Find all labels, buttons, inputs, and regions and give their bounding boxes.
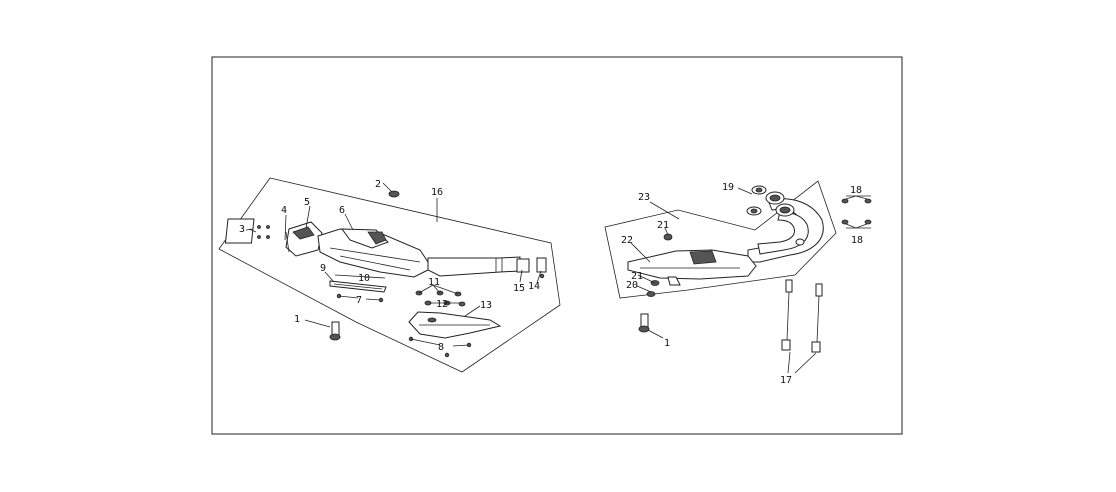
callout-18-top: 18: [850, 185, 862, 196]
callout-8: 8: [438, 342, 444, 353]
gaskets-19-icon: [746, 185, 767, 216]
callout-16: 16: [431, 187, 443, 198]
callout-18-bottom: 18: [851, 235, 863, 246]
left-assembly-outline: [218, 177, 561, 373]
gasket-15-icon: [516, 258, 530, 273]
callout-10: 10: [358, 273, 370, 284]
bolt-2-icon: [382, 182, 400, 198]
heat-shield-9-icon: [329, 280, 387, 293]
callout-4: 4: [281, 205, 287, 216]
callout-12: 12: [436, 299, 448, 310]
callout-1: 1: [294, 314, 300, 325]
callout-20: 20: [626, 280, 638, 291]
callout-3: 3: [239, 224, 245, 235]
leader-lines-left: [248, 198, 542, 328]
right-assembly-outline: [604, 180, 837, 299]
sensors-17-icon: [781, 279, 823, 353]
callout-9: 9: [320, 263, 326, 274]
callout-21-upper: 21: [657, 220, 669, 231]
header-pipe-23-icon: [747, 191, 824, 263]
bolt-20-icon: [646, 280, 660, 297]
bolts-7-icon: [336, 293, 384, 303]
leader-lines-right: [630, 187, 871, 374]
link-pipe-16-icon: [427, 256, 521, 277]
gasket-14-icon: [536, 257, 547, 279]
callout-14: 14: [528, 281, 540, 292]
bolt-1-right-icon: [638, 313, 650, 333]
callout-21-lower: 21: [631, 271, 643, 282]
diagram-frame: [211, 56, 903, 435]
callout-19: 19: [722, 182, 734, 193]
callout-6: 6: [339, 205, 345, 216]
collector-22-icon: [627, 249, 757, 286]
callout-7: 7: [356, 295, 362, 306]
end-cap-5-icon: [285, 221, 323, 257]
callout-23: 23: [638, 192, 650, 203]
bolts-8-icon: [408, 336, 472, 358]
callout-17: 17: [780, 375, 792, 386]
muffler-body-6-icon: [317, 228, 433, 278]
callout-22: 22: [621, 235, 633, 246]
bracket-13-icon: [408, 311, 502, 339]
bolt-1-icon: [329, 321, 341, 341]
studs-18-icon: [841, 198, 872, 225]
callout-5: 5: [304, 197, 310, 208]
clip-3-icon: [224, 218, 270, 244]
callout-1-right: 1: [664, 338, 670, 349]
callout-13: 13: [480, 300, 492, 311]
callout-11: 11: [428, 277, 440, 288]
callout-15: 15: [513, 283, 525, 294]
callout-2: 2: [375, 179, 381, 190]
